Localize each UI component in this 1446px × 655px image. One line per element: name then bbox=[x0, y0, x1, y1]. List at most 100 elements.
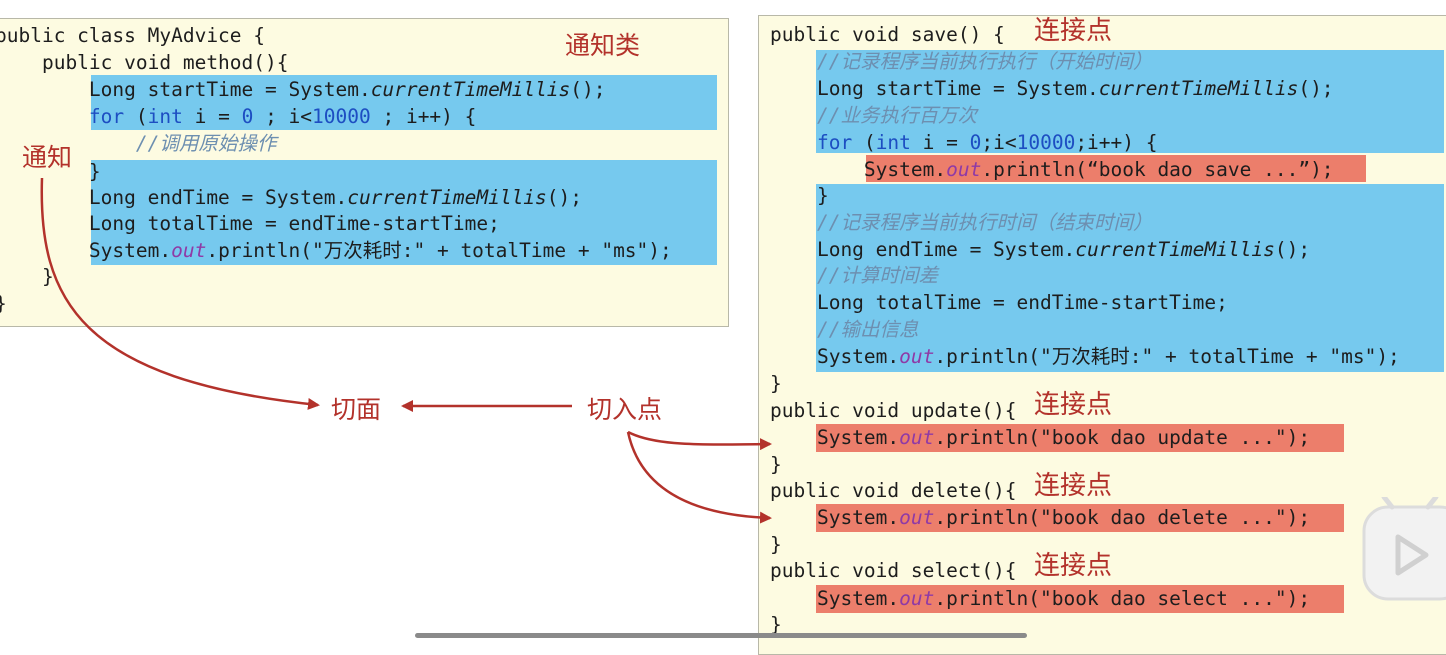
code-line: System.out.println("book dao delete ..."… bbox=[770, 505, 1310, 531]
advice-label: 通知 bbox=[22, 143, 73, 172]
select-joinpoint-highlight bbox=[816, 585, 1344, 613]
code-line: System.out.println("万次耗时:" + totalTime +… bbox=[0, 238, 672, 264]
code-text: public void select(){ bbox=[770, 559, 1017, 582]
aspect-label: 切面 bbox=[331, 395, 382, 424]
code-line: //计算时间差 bbox=[770, 263, 938, 289]
code-text: ; i++) { bbox=[370, 105, 477, 128]
code-token: out bbox=[899, 345, 935, 368]
code-comment: //业务执行百万次 bbox=[816, 104, 977, 127]
code-line: Long totalTime = endTime-startTime; bbox=[0, 211, 500, 237]
advice-to-aspect-arrow bbox=[40, 177, 320, 410]
code-text: } bbox=[0, 160, 101, 183]
code-text: .println("book dao update ..."); bbox=[934, 426, 1311, 449]
code-text: public void save() { bbox=[770, 23, 1005, 46]
code-comment: //输出信息 bbox=[816, 318, 919, 341]
code-token: 0 bbox=[241, 105, 254, 128]
code-line: //业务执行百万次 bbox=[770, 103, 977, 129]
code-text: i = bbox=[910, 131, 970, 154]
code-line: } bbox=[770, 532, 782, 558]
code-line: System.out.println("book dao update ..."… bbox=[770, 425, 1310, 451]
code-line: } bbox=[770, 183, 829, 209]
joinpoint-label-select: 连接点 bbox=[1034, 551, 1113, 581]
code-line: for (int i = 0;i<10000;i++) { bbox=[770, 130, 1158, 156]
code-text: } bbox=[770, 533, 782, 556]
code-text: (); bbox=[1298, 77, 1334, 100]
pointcut-to-delete-arrow bbox=[626, 431, 772, 524]
joinpoint-label-delete: 连接点 bbox=[1034, 471, 1113, 501]
code-text: .println("万次耗时:" + totalTime + "ms"); bbox=[206, 239, 672, 262]
code-token: currentTimeMillis bbox=[347, 186, 547, 209]
code-text: .println("book dao select ..."); bbox=[934, 587, 1311, 610]
code-comment: //计算时间差 bbox=[816, 264, 938, 287]
code-text: .println("book dao delete ..."); bbox=[934, 506, 1311, 529]
code-line: //记录程序当前执行执行（开始时间） bbox=[770, 49, 1152, 75]
code-line: public void method(){ bbox=[0, 50, 289, 76]
code-line: Long endTime = System.currentTimeMillis(… bbox=[0, 185, 582, 211]
joinpoint-label-update: 连接点 bbox=[1034, 390, 1113, 420]
joinpoint-label-save: 连接点 bbox=[1034, 16, 1113, 46]
code-text: System. bbox=[770, 587, 900, 610]
save-method-tail-highlight bbox=[816, 184, 1444, 372]
code-line: } bbox=[0, 159, 101, 185]
code-text: System. bbox=[770, 158, 947, 181]
code-line: public void select(){ bbox=[770, 558, 1017, 584]
code-text: } bbox=[770, 372, 782, 395]
code-text: ( bbox=[124, 105, 148, 128]
code-text: Long totalTime = endTime-startTime; bbox=[0, 212, 500, 235]
code-text: } bbox=[0, 265, 54, 288]
advice-after-highlight bbox=[91, 160, 717, 265]
code-line: //记录程序当前执行时间（结束时间） bbox=[770, 210, 1152, 236]
advice-before-highlight bbox=[91, 75, 717, 130]
code-line: Long endTime = System.currentTimeMillis(… bbox=[770, 237, 1310, 263]
code-comment: //记录程序当前执行时间（结束时间） bbox=[816, 211, 1153, 234]
code-token: int bbox=[875, 131, 911, 154]
code-line: } bbox=[770, 452, 782, 478]
code-text: ; i< bbox=[253, 105, 313, 128]
code-text: i = bbox=[182, 105, 242, 128]
save-method-body-highlight bbox=[816, 50, 1444, 153]
code-token: out bbox=[899, 587, 935, 610]
code-token: out bbox=[946, 158, 982, 181]
code-token: int bbox=[147, 105, 183, 128]
code-text: System. bbox=[770, 426, 900, 449]
code-line: } bbox=[770, 371, 782, 397]
code-token: for bbox=[816, 131, 853, 154]
code-text: } bbox=[770, 613, 782, 636]
horizontal-scrollbar[interactable] bbox=[415, 633, 1027, 638]
code-comment: //记录程序当前执行执行（开始时间） bbox=[816, 50, 1153, 73]
pointcut-label: 切入点 bbox=[587, 395, 663, 424]
code-line: System.out.println("万次耗时:" + totalTime +… bbox=[770, 344, 1400, 370]
code-text: public class MyAdvice { bbox=[0, 24, 266, 47]
code-text: Long endTime = System. bbox=[770, 238, 1076, 261]
code-text: } bbox=[770, 184, 829, 207]
code-line: } bbox=[770, 612, 782, 638]
code-line: //调用原始操作 bbox=[0, 131, 276, 157]
code-text: } bbox=[0, 292, 7, 315]
code-token: out bbox=[899, 426, 935, 449]
code-text: System. bbox=[770, 506, 900, 529]
code-line: public void delete(){ bbox=[770, 478, 1017, 504]
code-text: ;i++) { bbox=[1075, 131, 1158, 154]
code-line: } bbox=[0, 291, 7, 317]
delete-joinpoint-highlight bbox=[816, 504, 1344, 532]
advice-class-label: 通知类 bbox=[565, 31, 641, 60]
code-token: for bbox=[88, 105, 125, 128]
code-token: out bbox=[171, 239, 207, 262]
code-text: System. bbox=[0, 239, 172, 262]
play-icon[interactable] bbox=[1362, 497, 1446, 607]
code-text: public void delete(){ bbox=[770, 479, 1017, 502]
update-joinpoint-highlight bbox=[816, 424, 1344, 452]
code-token: 0 bbox=[969, 131, 982, 154]
code-line: Long startTime = System.currentTimeMilli… bbox=[770, 76, 1334, 102]
code-text: System. bbox=[770, 345, 900, 368]
pointcut-to-update-arrow bbox=[627, 430, 772, 451]
code-line: System.out.println(“book dao save ...”); bbox=[770, 157, 1334, 183]
code-token: 10000 bbox=[1016, 131, 1076, 154]
code-text: } bbox=[770, 453, 782, 476]
code-line: for (int i = 0 ; i<10000 ; i++) { bbox=[0, 104, 476, 130]
save-joinpoint-highlight bbox=[866, 155, 1366, 182]
code-text: .println("万次耗时:" + totalTime + "ms"); bbox=[934, 345, 1400, 368]
code-text: (); bbox=[570, 78, 606, 101]
code-token: currentTimeMillis bbox=[1075, 238, 1275, 261]
code-text: ( bbox=[852, 131, 876, 154]
